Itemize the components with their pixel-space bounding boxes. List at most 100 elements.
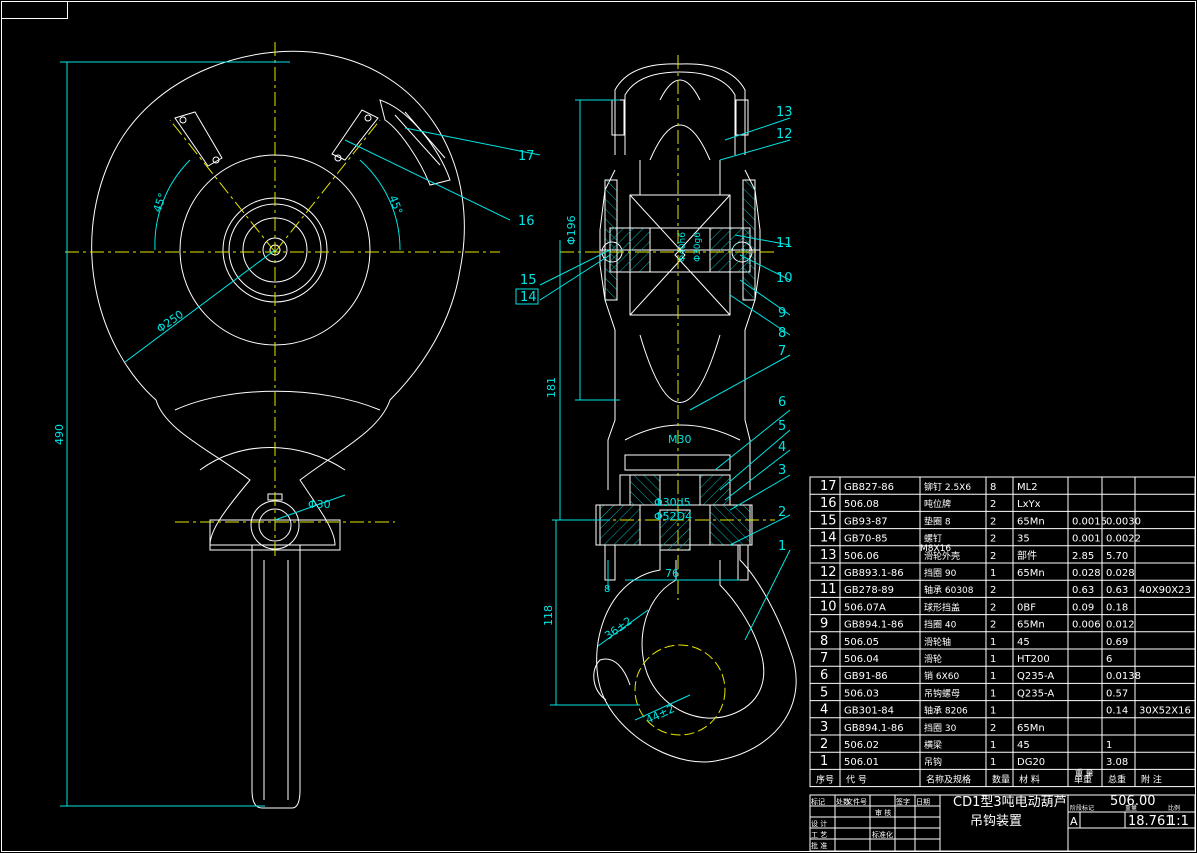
bom-cell: 滑轮外壳 [924, 550, 960, 562]
bom-cell: 部件 [1017, 549, 1037, 562]
callout-1: 1 [778, 539, 786, 554]
bom-header-cell: 代 号 [846, 774, 867, 785]
callout-4: 4 [778, 440, 786, 455]
bom-cell: Q235-A [1017, 688, 1054, 699]
bom-cell: GB301-84 [844, 706, 894, 717]
bom-cell: 0.0030 [1106, 516, 1141, 527]
bom-cell: 8 [820, 634, 828, 649]
bom-cell: 1 [990, 706, 996, 717]
bom-cell: 17 [820, 479, 837, 494]
bom-cell: 45 [1017, 637, 1030, 648]
dim-bore-d2: Φ52D4 [654, 510, 692, 523]
bom-cell: 0.006 [1072, 620, 1101, 631]
callout-15: 15 [520, 273, 537, 288]
bom-cell: 10 [820, 599, 837, 614]
bom-cell: 506.03 [844, 688, 879, 699]
bom-cell: 15 [820, 513, 837, 528]
drawing-number: 506.00 [1110, 794, 1156, 809]
bom-cell: 1 [990, 688, 996, 699]
dim-shaft-d1: Φ40h6 [678, 232, 688, 262]
bom-cell: 1 [820, 754, 828, 769]
bom-cell: 0.0138 [1106, 671, 1141, 682]
bom-header-cell: 材 料 [1019, 773, 1040, 785]
side-view-dimensions [60, 61, 541, 807]
front-view-callouts: 13 12 11 10 9 8 7 6 5 4 3 2 1 15 14 [520, 105, 793, 554]
bom-cell: 13 [820, 548, 837, 563]
bom-header-cell: 数量 [992, 773, 1010, 785]
bom-cell: 65Mn [1017, 723, 1045, 734]
bom-cell: 5.70 [1106, 551, 1128, 562]
bom-cell: 0.14 [1106, 706, 1128, 717]
bom-cell: 2 [990, 620, 996, 631]
bom-cell: 45 [1017, 740, 1030, 751]
bom-cell: 垫圈 8 [924, 515, 951, 527]
callout-2: 2 [778, 505, 786, 520]
drawing-title: CD1型3吨电动葫芦 [953, 795, 1067, 810]
bom-cell: 吨位牌 [924, 498, 951, 510]
bom-cell: 轴承 8206 [924, 705, 968, 717]
bom-cell: 40X90X23 [1139, 585, 1191, 596]
callout-9: 9 [778, 306, 786, 321]
bom-cell: GB893.1-86 [844, 568, 904, 579]
bom-cell: 吊钩螺母 [924, 687, 960, 699]
bom-cell: 0.012 [1106, 620, 1135, 631]
bom-cell: 2 [990, 585, 996, 596]
bom-header-cell: 序号 [816, 773, 834, 785]
dim-bolt: M8X16 [920, 544, 951, 554]
bom-cell: 506.04 [844, 654, 879, 665]
bom-cell: 2.85 [1072, 551, 1094, 562]
bom-cell: 506.05 [844, 637, 879, 648]
bom-header-cell: 附 注 [1141, 773, 1162, 785]
bom-cell: 销 6X60 [924, 670, 959, 682]
bom-cell: GB278-89 [844, 585, 894, 596]
bom-cell: 1 [990, 757, 996, 768]
title-block-text: CD1型3吨电动葫芦 吊钩装置 506.00 A 18.761 1:1 标记 处… [811, 794, 1189, 850]
bom-cell: DG20 [1017, 757, 1045, 768]
tb-label-check: 审 核 [875, 808, 891, 817]
bom-cell: 3 [820, 720, 828, 735]
bom-cell: HT200 [1017, 654, 1050, 665]
front-view-hatching [599, 179, 756, 551]
bom-cell: 16 [820, 496, 837, 511]
dim-body-diameter: Φ250 [154, 308, 186, 336]
callout-5: 5 [778, 419, 786, 434]
bom-header-cell: 单重 [1074, 773, 1092, 785]
callout-14: 14 [520, 290, 537, 305]
bom-cell: 0.63 [1072, 585, 1094, 596]
bom-cell: 4 [820, 703, 828, 718]
dim-frame-height: Φ196 [565, 215, 578, 245]
bom-cell: 铆钉 2.5X6 [924, 481, 971, 493]
tb-label-process: 工 艺 [811, 831, 827, 839]
bom-cell: 吊钩 [924, 756, 942, 768]
bom-cell: 2 [990, 534, 996, 545]
tb-label-mark: 标记 [811, 797, 825, 806]
callout-17: 17 [518, 149, 535, 164]
bom-cell: 35 [1017, 534, 1030, 545]
front-view-dimensions [515, 99, 791, 721]
bom-cell: 1 [1106, 740, 1112, 751]
bom-cell: GB70-85 [844, 534, 888, 545]
bom-header-weight: 重 量 [1075, 767, 1094, 777]
bom-cell: 2 [990, 499, 996, 510]
dim-thread: M30 [668, 433, 692, 446]
bom-cell: 0.18 [1106, 602, 1128, 613]
bom-cell: 0.0015 [1072, 516, 1107, 527]
bom-header-cell: 名称及规格 [926, 773, 971, 785]
stage-mark: A [1070, 815, 1078, 828]
bom-cell: GB894.1-86 [844, 723, 904, 734]
bom-cell: 65Mn [1017, 620, 1045, 631]
drawing-mass: 18.761 [1128, 814, 1174, 829]
bom-cell: 滑轮轴 [924, 636, 951, 648]
dim-overall-height: 490 [53, 424, 66, 445]
bom-cell: 螺钉 [924, 534, 942, 545]
bom-cell: 0.63 [1106, 585, 1128, 596]
bom-cell: LxYx [1017, 499, 1041, 510]
dim-width: 76 [665, 567, 679, 580]
callout-16: 16 [518, 214, 535, 229]
dim-throat: 36±2 [602, 614, 634, 642]
bom-cell: 0.69 [1106, 637, 1128, 648]
tb-label-standard: 标准化 [872, 830, 893, 839]
